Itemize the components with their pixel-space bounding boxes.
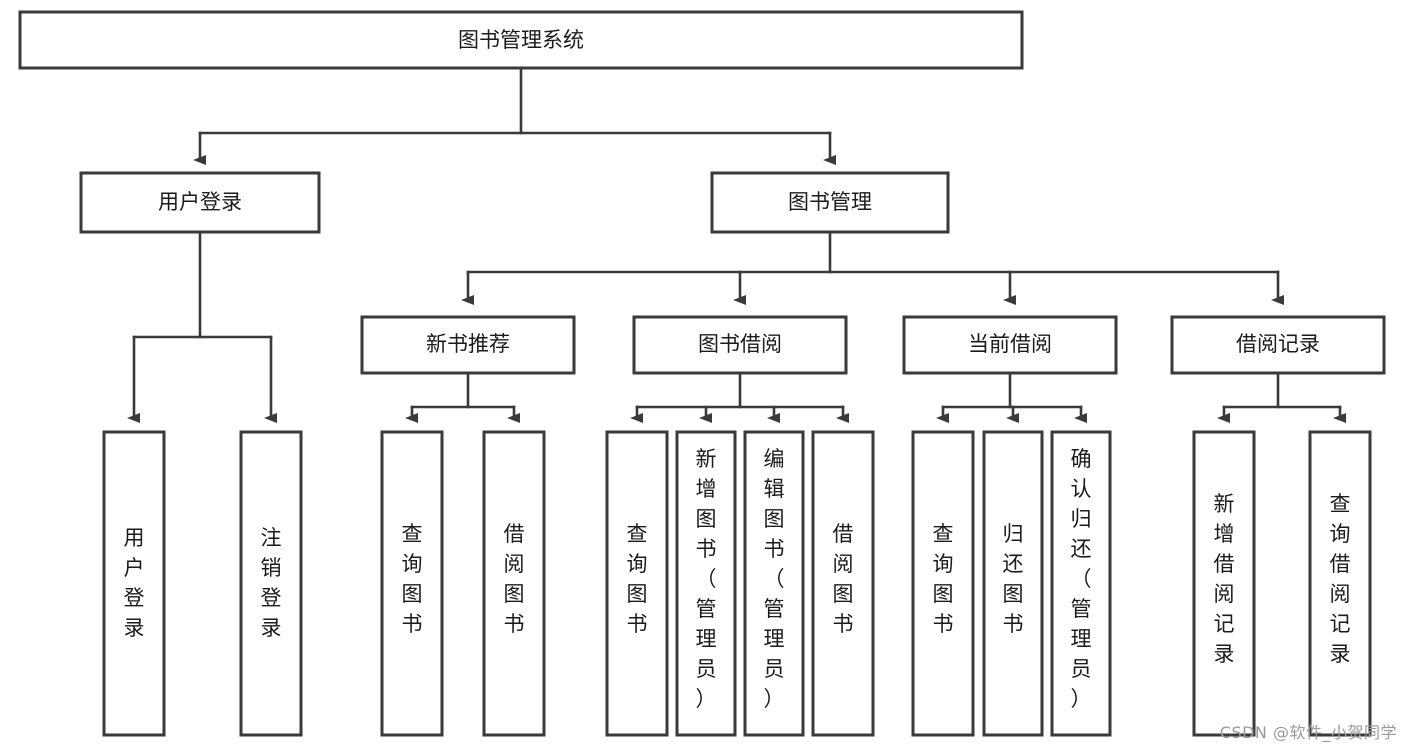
leaf-node[interactable]: 查询图书: [911, 430, 975, 737]
leaf-node[interactable]: 查询借阅记录: [1308, 430, 1372, 737]
node-root-label: 图书管理系统: [458, 28, 584, 52]
leaf-box: [911, 430, 975, 737]
leaf-node[interactable]: 新增借阅记录: [1192, 430, 1256, 737]
leaf-node[interactable]: 查询图书: [380, 430, 444, 737]
leaf-label: 借阅图书: [504, 522, 525, 636]
node-user-login-box: [79, 171, 321, 234]
leaf-box: [675, 430, 737, 737]
leaf-node[interactable]: 用户登录: [102, 430, 166, 737]
leaf-box: [102, 430, 166, 737]
leaf-box: [982, 430, 1044, 737]
leaf-box: [1308, 430, 1372, 737]
connector-group-current-borrow: [936, 371, 1087, 423]
node-borrow-record[interactable]: 借阅记录: [1170, 315, 1386, 375]
leaf-label: 查询图书: [402, 522, 423, 636]
leaf-label: 查询借阅记录: [1330, 492, 1351, 666]
leaf-box: [743, 430, 805, 737]
leaf-label: 确认归还（管理员）: [1071, 447, 1092, 711]
leaf-label: 注销登录: [261, 526, 282, 640]
node-book-management-label: 图书管理: [788, 190, 872, 214]
leaf-node[interactable]: 归还图书: [982, 430, 1044, 737]
leaf-box: [1192, 430, 1256, 737]
leaf-node[interactable]: 借阅图书: [811, 430, 875, 737]
leaf-node[interactable]: 注销登录: [239, 430, 303, 737]
node-book-borrow-box: [632, 315, 848, 375]
connector-group-book-management: [461, 230, 1284, 305]
leaf-box: [380, 430, 444, 737]
leaf-label: 借阅图书: [833, 522, 854, 636]
leaf-node[interactable]: 借阅图书: [482, 430, 546, 737]
node-current-borrow[interactable]: 当前借阅: [902, 315, 1118, 375]
node-user-login[interactable]: 用户登录: [79, 171, 321, 234]
leaf-box: [482, 430, 546, 737]
node-new-book-recommend-label: 新书推荐: [426, 332, 510, 356]
node-current-borrow-label: 当前借阅: [968, 332, 1052, 356]
node-root-box: [18, 10, 1024, 70]
leaf-box: [1050, 430, 1112, 737]
leaf-label: 查询图书: [933, 522, 954, 636]
node-new-book-recommend-box: [360, 315, 576, 375]
node-book-management[interactable]: 图书管理: [710, 171, 950, 234]
connector-group-new-book-recommend: [405, 371, 520, 423]
connector-group-root: [193, 66, 836, 165]
node-current-borrow-box: [902, 315, 1118, 375]
leaf-box: [605, 430, 669, 737]
leaf-box: [239, 430, 303, 737]
leaf-label: 新增图书（管理员）: [696, 447, 717, 711]
node-borrow-record-label: 借阅记录: [1236, 332, 1320, 356]
leaf-node[interactable]: 新增图书（管理员）: [675, 430, 737, 737]
node-new-book-recommend[interactable]: 新书推荐: [360, 315, 576, 375]
node-borrow-record-box: [1170, 315, 1386, 375]
leaf-label: 用户登录: [124, 526, 145, 640]
leaf-label: 新增借阅记录: [1214, 492, 1235, 666]
connector-group-borrow-record: [1217, 371, 1346, 423]
connector-group-user-login: [127, 230, 277, 423]
leaf-node[interactable]: 查询图书: [605, 430, 669, 737]
node-user-login-label: 用户登录: [158, 190, 242, 214]
leaf-label: 归还图书: [1003, 522, 1024, 636]
leaf-box: [811, 430, 875, 737]
connector-group-book-borrow: [630, 371, 849, 423]
leaf-label: 编辑图书（管理员）: [764, 447, 785, 711]
leaf-label: 查询图书: [627, 522, 648, 636]
leaf-node[interactable]: 确认归还（管理员）: [1050, 430, 1112, 737]
node-book-borrow[interactable]: 图书借阅: [632, 315, 848, 375]
node-root-system[interactable]: 图书管理系统: [18, 10, 1024, 70]
node-book-borrow-label: 图书借阅: [698, 332, 782, 356]
leaf-node[interactable]: 编辑图书（管理员）: [743, 430, 805, 737]
node-book-management-box: [710, 171, 950, 234]
